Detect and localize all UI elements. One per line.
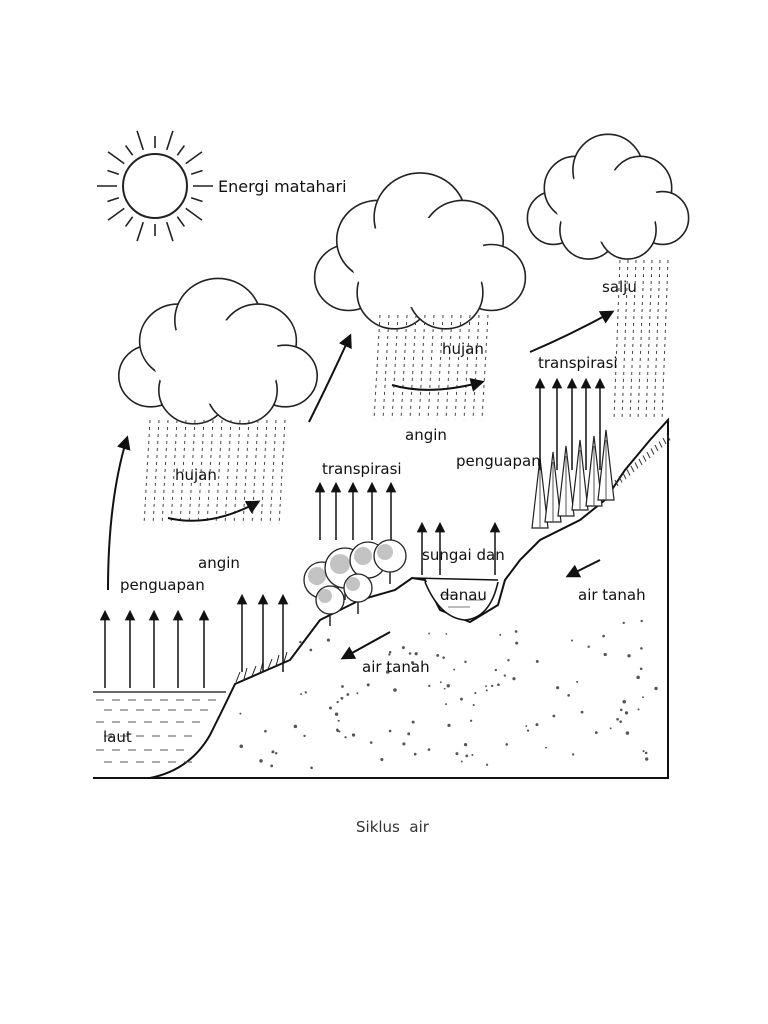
sun-energy-label: Energi matahari — [218, 177, 347, 196]
sea — [93, 691, 226, 763]
evaporation-arrows — [416, 521, 501, 575]
rain-streaks — [373, 314, 489, 421]
rain-label: hujan — [442, 340, 484, 358]
lake — [424, 581, 499, 621]
groundwater-label: air tanah — [578, 586, 646, 604]
wind-label: angin — [198, 554, 240, 572]
transpiration-label: transpirasi — [322, 460, 402, 478]
cloud-icon — [118, 277, 319, 425]
evaporation-label: penguapan — [120, 576, 205, 594]
snow-label: salju — [602, 278, 637, 296]
evaporation-label: penguapan — [456, 452, 541, 470]
wind-label: angin — [405, 426, 447, 444]
rain-label: hujan — [175, 466, 217, 484]
ground — [93, 417, 671, 779]
groundwater-arrows — [340, 559, 601, 660]
transpiration-arrows — [534, 377, 606, 470]
lake-label: danau — [440, 586, 487, 604]
wind-arrows — [107, 310, 615, 591]
sun-icon — [97, 130, 213, 242]
grass-patch — [235, 651, 288, 683]
figure-caption: Siklus air — [356, 818, 430, 836]
sea-label: laut — [103, 728, 132, 746]
transpiration-arrows — [314, 481, 397, 540]
snow-streaks — [613, 259, 669, 421]
cloud-icon — [526, 133, 690, 260]
cloud-icon — [313, 172, 527, 330]
groundwater-label: air tanah — [362, 658, 430, 676]
evaporation-arrows — [99, 593, 289, 688]
tree-icon — [303, 539, 407, 626]
transpiration-label: transpirasi — [538, 354, 618, 372]
river-label: sungai dan — [422, 546, 505, 564]
tree-icon — [531, 429, 615, 529]
